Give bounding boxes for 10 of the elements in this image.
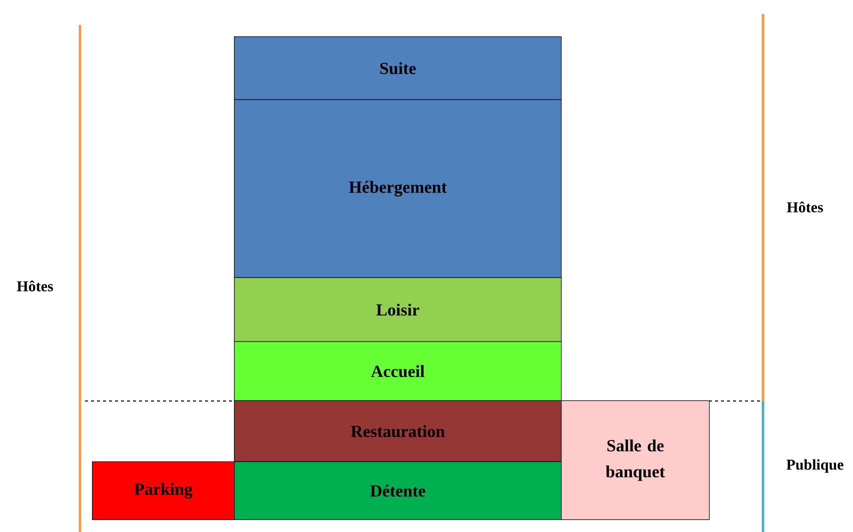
zone-box: Loisir xyxy=(234,277,562,342)
zone-box: Détente xyxy=(234,461,562,520)
zone-box: Salle de banquet xyxy=(561,400,710,520)
zone-box: Suite xyxy=(234,36,562,100)
zone-box: Restauration xyxy=(234,400,562,462)
zone-box: Accueil xyxy=(234,341,562,401)
zone-label: Publique xyxy=(786,459,844,473)
zone-box: Parking xyxy=(92,461,235,520)
zone-label: Hôtes xyxy=(16,280,53,292)
zone-label: Hôtes xyxy=(786,202,823,212)
